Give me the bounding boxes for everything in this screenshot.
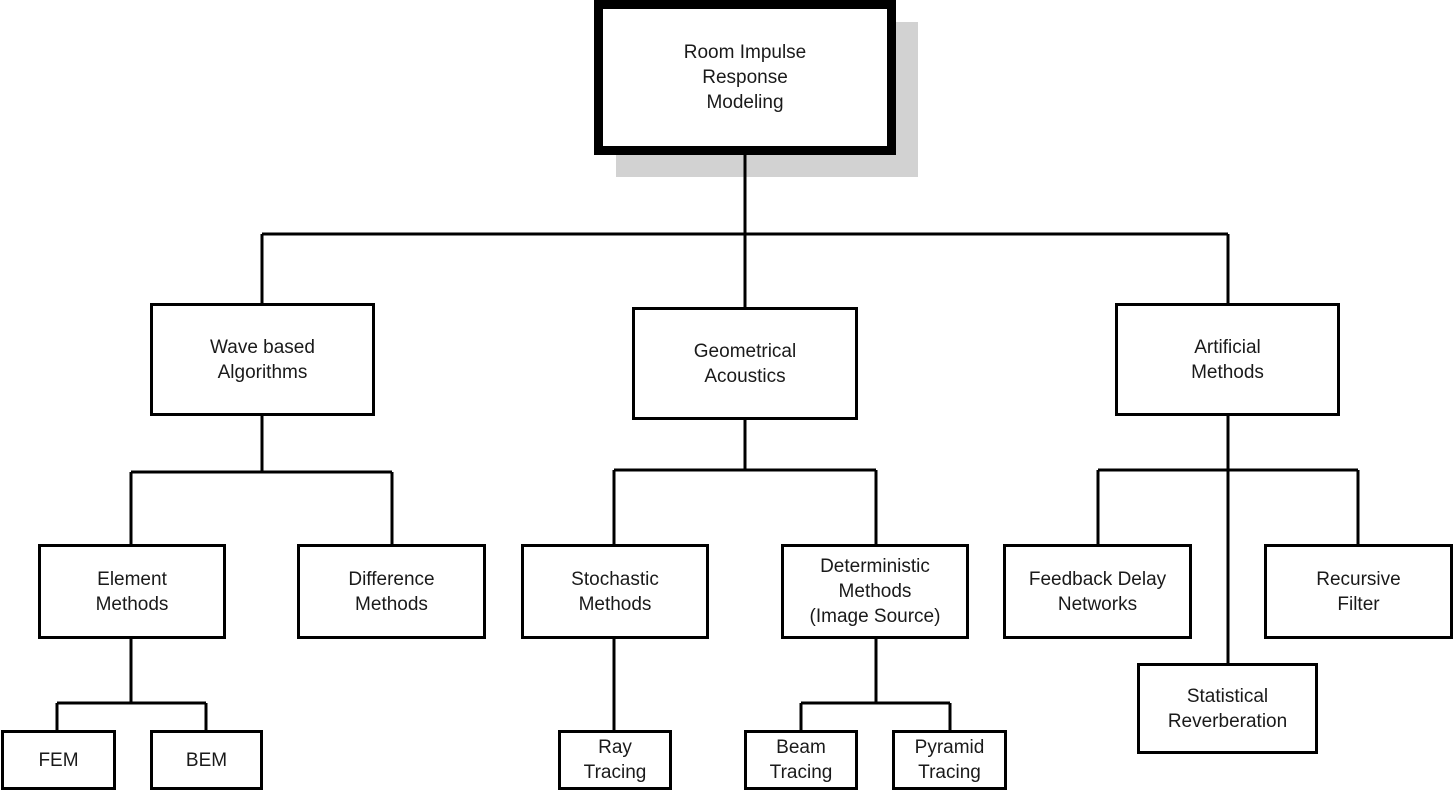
node-deterministic-methods: Deterministic Methods (Image Source) xyxy=(781,544,969,639)
connector-root xyxy=(260,152,1230,308)
node-feedback-delay-networks: Feedback Delay Networks xyxy=(1003,544,1192,639)
node-ray-tracing: Ray Tracing xyxy=(558,730,672,790)
connector-art xyxy=(1096,414,1360,664)
node-root: Room Impulse Response Modeling xyxy=(594,0,896,155)
node-pyramid-tracing: Pyramid Tracing xyxy=(892,730,1007,790)
connector-wave xyxy=(129,414,394,545)
node-geometrical-acoustics: Geometrical Acoustics xyxy=(632,307,858,420)
node-fem: FEM xyxy=(1,730,116,790)
connector-elem xyxy=(55,637,208,731)
connector-geo xyxy=(612,418,878,545)
connector-det xyxy=(799,637,952,731)
node-artificial-methods: Artificial Methods xyxy=(1115,303,1340,416)
node-statistical-reverberation: Statistical Reverberation xyxy=(1137,663,1318,754)
node-recursive-filter: Recursive Filter xyxy=(1264,544,1453,639)
node-wave-based-algorithms: Wave based Algorithms xyxy=(150,303,375,416)
node-stochastic-methods: Stochastic Methods xyxy=(521,544,709,639)
node-element-methods: Element Methods xyxy=(38,544,226,639)
node-bem: BEM xyxy=(150,730,263,790)
node-beam-tracing: Beam Tracing xyxy=(744,730,858,790)
node-difference-methods: Difference Methods xyxy=(297,544,486,639)
